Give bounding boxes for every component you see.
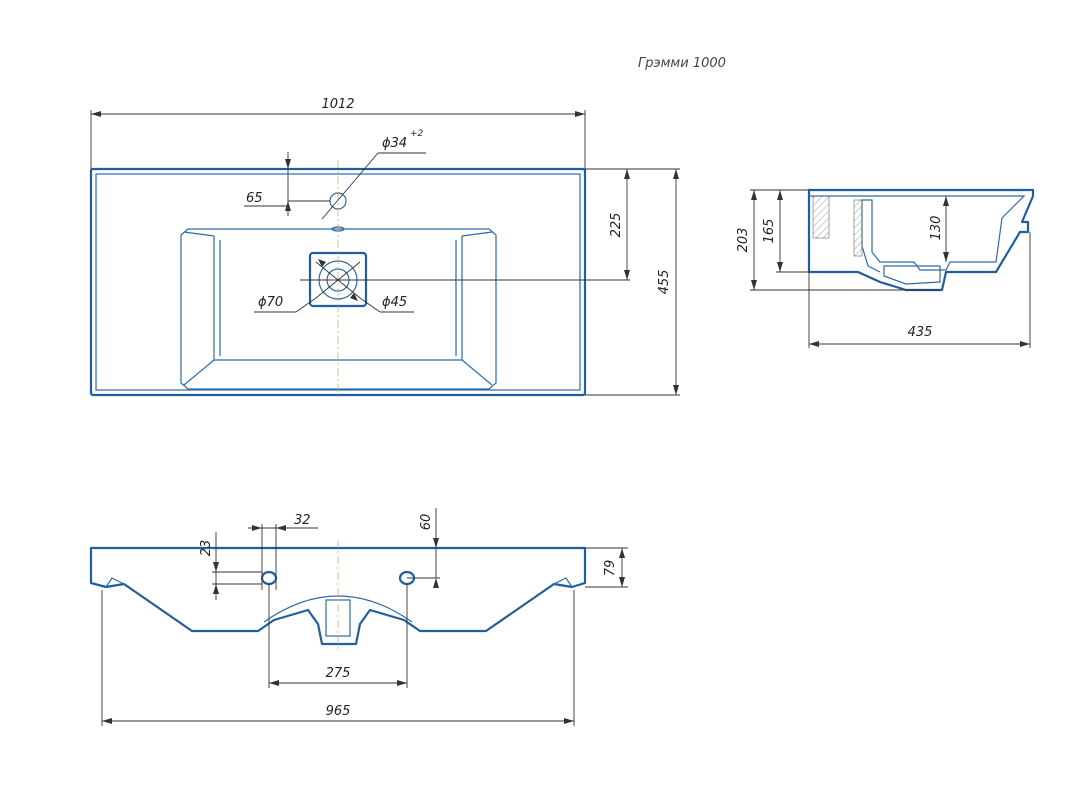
height-total-label: 203 <box>736 228 751 253</box>
drain-outer-label: ϕ70 <box>258 295 283 310</box>
height-body-label: 165 <box>762 219 777 244</box>
side-section-hatch-rim <box>812 195 830 239</box>
front-view-contour <box>89 546 587 646</box>
drain-inner-label: ϕ45 <box>382 295 407 310</box>
hole-pitch-label: 32 <box>294 513 311 528</box>
side-section-inner <box>809 195 1026 273</box>
hole-spacing-label: 275 <box>326 666 351 681</box>
side-section-view: 203 165 130 435 <box>736 188 1035 348</box>
faucet-offset-label: 225 <box>609 213 624 238</box>
front-view: 32 23 60 79 275 965 <box>89 508 628 726</box>
depth-label: 455 <box>657 270 672 295</box>
faucet-edge-label: 65 <box>246 191 263 206</box>
mounting-hole-left <box>260 570 278 586</box>
faucet-hole-leader <box>321 152 379 220</box>
side-section-hatch-wall <box>853 199 863 257</box>
hole-offset-label: 23 <box>199 540 214 557</box>
faucet-hole-label: ϕ34 <box>382 136 407 151</box>
width-label: 1012 <box>321 97 354 112</box>
faucet-hole-tolerance: +2 <box>410 129 424 139</box>
top-view: 1012 455 225 65 ϕ34 +2 ϕ70 <box>89 97 680 400</box>
hole-height-label: 60 <box>419 514 434 531</box>
side-depth-label: 435 <box>908 325 933 340</box>
front-view-lip <box>105 577 573 588</box>
bowl-depth-label: 130 <box>929 216 944 241</box>
thickness-label: 79 <box>603 560 618 577</box>
top-view-outer-contour <box>89 167 587 397</box>
drawing-title: Грэмми 1000 <box>638 56 726 71</box>
side-section-hatch-drain <box>883 265 941 285</box>
base-width-label: 965 <box>326 704 351 719</box>
side-section-contour <box>807 188 1035 292</box>
top-view-bowl <box>180 228 497 390</box>
